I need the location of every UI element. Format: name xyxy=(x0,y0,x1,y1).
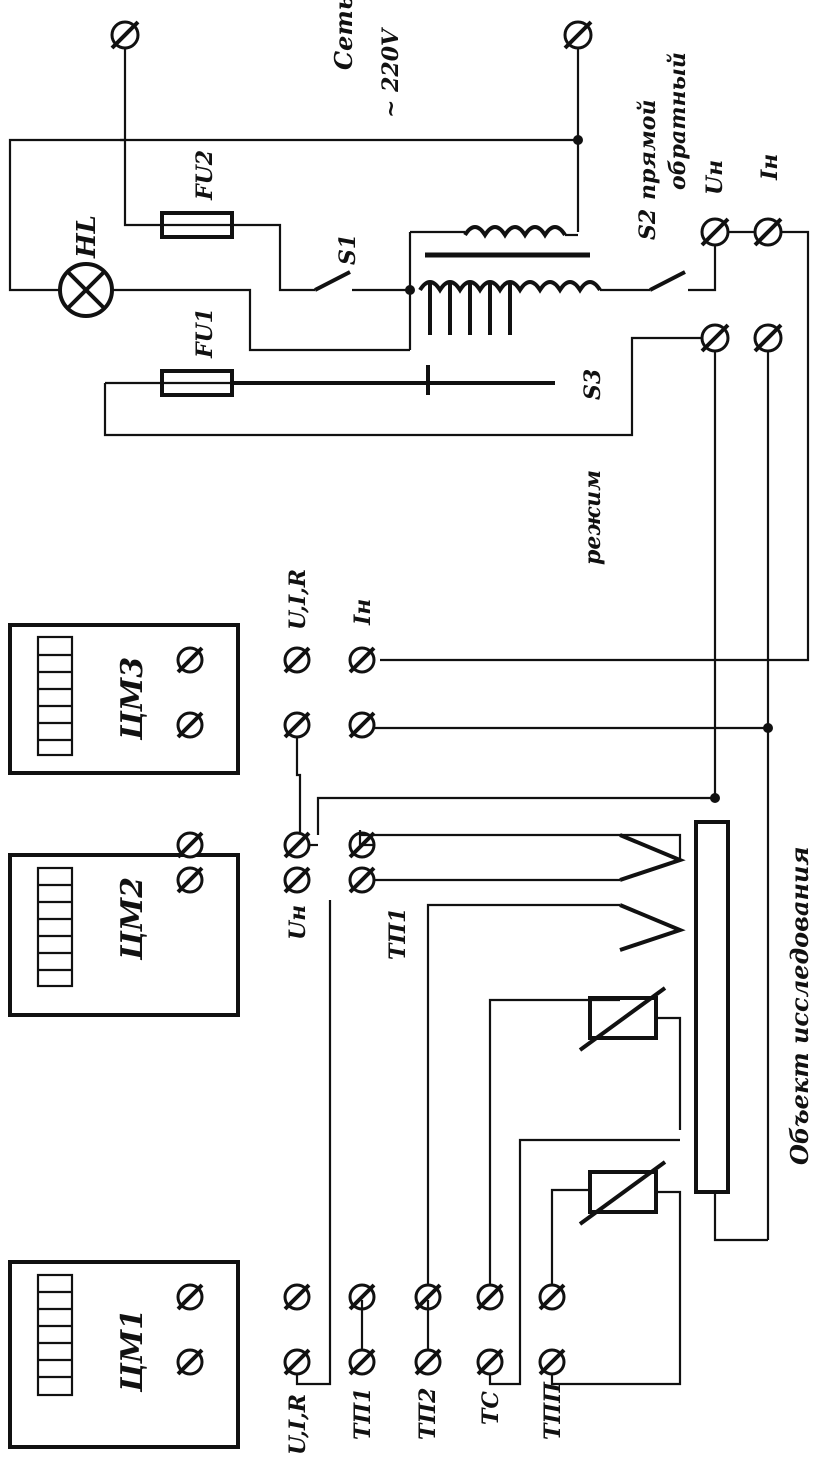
fu2-to-s1 xyxy=(232,223,315,292)
switch-s1-icon xyxy=(314,270,351,292)
cm1-terminal-ts-b[interactable] xyxy=(476,1348,504,1376)
thermocouple-tp1-icon xyxy=(619,833,686,882)
cm1-ts-label: ТС xyxy=(478,1391,504,1425)
cm3-input-1[interactable] xyxy=(176,646,204,674)
object-label: Объект исследования xyxy=(785,846,814,1165)
mode-terminal-1[interactable] xyxy=(700,323,730,353)
lamp-to-fu1 xyxy=(112,288,410,352)
cm1-tpp-label: ТПП xyxy=(540,1381,566,1440)
mode-terminal-2[interactable] xyxy=(753,323,783,353)
cm1-terminal-tpp-a[interactable] xyxy=(538,1283,566,1311)
cm3-terminal-in-b[interactable] xyxy=(348,711,376,739)
mode-label: режим xyxy=(580,470,606,565)
cm2-terminal-un-a[interactable] xyxy=(283,831,311,859)
cm2-name: ЦМ2 xyxy=(115,877,150,961)
network-label-line2: ~ 220V xyxy=(378,27,404,118)
cm1-terminal-tp2-b[interactable] xyxy=(414,1348,442,1376)
cm2-tp1-label: ТП1 xyxy=(385,908,411,960)
measurement-wiring xyxy=(295,351,773,1386)
cm3-name: ЦМ3 xyxy=(115,657,150,741)
cm1-terminal-uir-a[interactable] xyxy=(283,1283,311,1311)
cm2-terminal-tp1-b[interactable] xyxy=(348,866,376,894)
output-terminal-in[interactable] xyxy=(753,217,783,247)
fu2-label: FU2 xyxy=(192,150,218,201)
output-un-label: Uн xyxy=(702,160,728,195)
terminal-rows xyxy=(283,646,566,1376)
fu1-label: FU1 xyxy=(192,308,218,359)
cm1-terminal-tpp-b[interactable] xyxy=(538,1348,566,1376)
lamp-hl-icon xyxy=(58,262,114,318)
s2-position-direct: прямой xyxy=(635,100,661,200)
cm3-terminal-uir-b[interactable] xyxy=(283,711,311,739)
cm1-input-2[interactable] xyxy=(176,1348,204,1376)
s2-position-reverse: обратный xyxy=(665,52,691,190)
mains-wire-left xyxy=(8,35,127,292)
s2-label: S2 xyxy=(635,209,661,240)
object-under-test xyxy=(694,820,730,1194)
mains-wire-fu2 xyxy=(123,140,162,227)
cm1-name: ЦМ1 xyxy=(115,1309,150,1393)
cm1-terminal-tp1-b[interactable] xyxy=(348,1348,376,1376)
meter-cm2 xyxy=(8,831,240,1017)
meter-cm3 xyxy=(8,623,240,775)
cm3-uir-label: U,I,R xyxy=(285,569,311,630)
junction-dot xyxy=(573,135,583,145)
cm1-terminal-uir-b[interactable] xyxy=(283,1348,311,1376)
cm2-input-1[interactable] xyxy=(176,866,204,894)
output-terminal-un[interactable] xyxy=(700,217,730,247)
network-label-line1: Сеть xyxy=(329,0,358,70)
mains-terminal-right[interactable] xyxy=(563,20,593,50)
switch-s2-icon xyxy=(649,270,686,292)
cm3-terminal-in-a[interactable] xyxy=(348,646,376,674)
cm1-input-1[interactable] xyxy=(176,1283,204,1311)
cm1-tp2-label: ТП2 xyxy=(415,1388,441,1440)
cm1-uir-label: U,I,R xyxy=(285,1394,311,1455)
labels: Сеть ~ 220V HL FU2 FU1 S1 S2 прямой обра… xyxy=(72,0,814,1455)
cm2-un-label: Uн xyxy=(285,905,311,940)
cm1-terminal-ts-a[interactable] xyxy=(476,1283,504,1311)
mains-section xyxy=(8,20,810,662)
cm1-tp1-label: ТП1 xyxy=(350,1388,376,1440)
output-in-label: Iн xyxy=(757,154,783,181)
mains-terminal-left[interactable] xyxy=(110,20,140,50)
cm3-terminal-uir-a[interactable] xyxy=(283,646,311,674)
transformer-icon xyxy=(408,225,650,350)
cm2-input-2[interactable] xyxy=(176,831,204,859)
lamp-label: HL xyxy=(72,215,102,259)
cm3-input-2[interactable] xyxy=(176,711,204,739)
meter-cm1 xyxy=(8,1260,240,1449)
s1-label: S1 xyxy=(335,234,361,265)
s3-label: S3 xyxy=(580,369,606,400)
thermocouple-tp2-icon xyxy=(619,903,686,952)
cm3-in-label: Iн xyxy=(350,599,376,626)
cm2-terminal-un-b[interactable] xyxy=(283,866,311,894)
